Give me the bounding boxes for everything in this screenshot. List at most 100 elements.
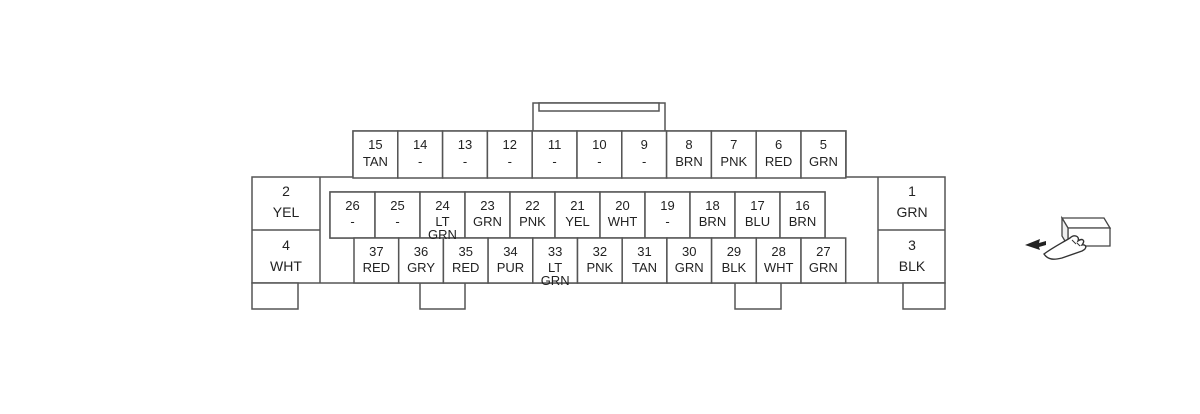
pin-number: 35 [458, 244, 473, 259]
pin-wire-color: TAN [362, 154, 388, 169]
pin-number: 19 [660, 198, 675, 213]
pin-number: 22 [525, 198, 540, 213]
pin-number: 37 [369, 244, 384, 259]
pin-wire-color: - [418, 154, 423, 169]
pin-wire-color: BRN [675, 154, 703, 169]
foot-right-center [734, 282, 782, 310]
pin-wire-color: BRN [788, 214, 817, 229]
pin-number: 25 [390, 198, 405, 213]
pin-number: 2 [282, 183, 290, 199]
pin-cell [487, 237, 534, 284]
pin-wire-color: GRN [808, 154, 838, 169]
pin-wire-color: PNK [720, 154, 748, 169]
pin-number: 1 [908, 183, 916, 199]
pin-number: 31 [637, 244, 652, 259]
pin-cell [419, 191, 466, 239]
pin-wire-color: - [597, 154, 602, 169]
pin-cell [800, 237, 847, 284]
pin-wire-color: LT GRN [428, 214, 457, 242]
pin-cell [665, 130, 713, 179]
pin-cell [734, 191, 781, 239]
pin-wire-color: YEL [565, 214, 590, 229]
pin-number: 6 [774, 137, 783, 152]
pin-wire-color: WHT [763, 260, 794, 275]
pin-wire-color: - [552, 154, 557, 169]
pin-number: 9 [640, 137, 648, 152]
pin-number: 17 [750, 198, 765, 213]
pin-number: 14 [412, 137, 428, 152]
pin-cell [621, 130, 668, 179]
pin-wire-color: BRN [698, 214, 727, 229]
pin-number: 7 [730, 137, 738, 152]
pin-cell [755, 237, 802, 284]
pin-wire-color: GRN [674, 260, 704, 275]
pin-number: 20 [615, 198, 630, 213]
pin-number: 21 [570, 198, 585, 213]
pin-wire-color: WHT [270, 258, 302, 274]
pin-wire-color: - [462, 154, 468, 169]
pin-number: 33 [547, 244, 563, 259]
pin-number: 28 [771, 244, 786, 259]
pin-wire-color: PNK [519, 214, 546, 229]
pin-wire-color: GRN [473, 214, 502, 229]
pin-number: 27 [816, 244, 831, 259]
pin-wire-color: - [507, 154, 512, 169]
pin-cell [397, 130, 444, 179]
pin-number: 26 [345, 198, 360, 213]
pin-wire-color: RED [362, 260, 391, 275]
pin-number: 4 [282, 237, 290, 253]
pin-number: 11 [547, 137, 562, 152]
pin-number: 12 [502, 137, 518, 152]
pin-wire-color: BLK [721, 260, 747, 275]
pin-cell [779, 191, 826, 239]
pin-cell [486, 130, 533, 179]
foot-left-center [419, 282, 466, 310]
pin-cell [441, 130, 489, 179]
pin-wire-color: GRY [407, 260, 435, 275]
pin-cell [666, 237, 713, 284]
pin-wire-color: RED [452, 260, 480, 275]
pin-number: 36 [413, 244, 429, 259]
pin-number: 18 [705, 198, 720, 213]
pin-number: 29 [726, 244, 742, 259]
pin-wire-color: - [395, 214, 400, 229]
pin-wire-color: PUR [496, 260, 525, 275]
pin-cell [710, 130, 757, 179]
pin-number: 24 [435, 198, 450, 213]
pin-number: 23 [480, 198, 495, 213]
pin-wire-color: YEL [272, 204, 300, 220]
pin-number: 32 [592, 244, 608, 259]
pin-cell [352, 130, 399, 179]
pin-number: 13 [457, 137, 473, 152]
pin-cell [599, 191, 646, 239]
pin-cell [800, 130, 847, 179]
pin-wire-color: TAN [632, 260, 658, 275]
pin-wire-color: LT GRN [540, 260, 570, 288]
pin-wire-color: BLU [744, 214, 771, 229]
pin-wire-color: RED [764, 154, 793, 169]
connector-view-hand-icon [1025, 215, 1112, 260]
pin-cell [755, 130, 802, 179]
pin-cell [710, 237, 758, 284]
pin-wire-color: - [642, 154, 647, 169]
pin-wire-color: BLK [898, 258, 926, 274]
pin-number: 34 [503, 244, 518, 259]
pin-wire-color: - [350, 214, 355, 229]
pin-cell [374, 191, 421, 239]
pin-number: 5 [819, 137, 828, 152]
pin-number: 15 [368, 137, 383, 152]
pin-number: 3 [908, 237, 916, 253]
pin-wire-color: PNK [586, 260, 614, 275]
pin-wire-color: - [665, 214, 670, 229]
foot-right [902, 282, 946, 310]
pin-number: 8 [685, 137, 693, 152]
pin-number: 10 [592, 137, 607, 152]
foot-left [251, 282, 299, 310]
pin-wire-color: GRN [896, 204, 928, 220]
pin-cell [554, 191, 601, 239]
latch-tab-inner [538, 102, 660, 112]
pin-number: 16 [795, 198, 810, 213]
pin-wire-color: WHT [607, 214, 638, 229]
